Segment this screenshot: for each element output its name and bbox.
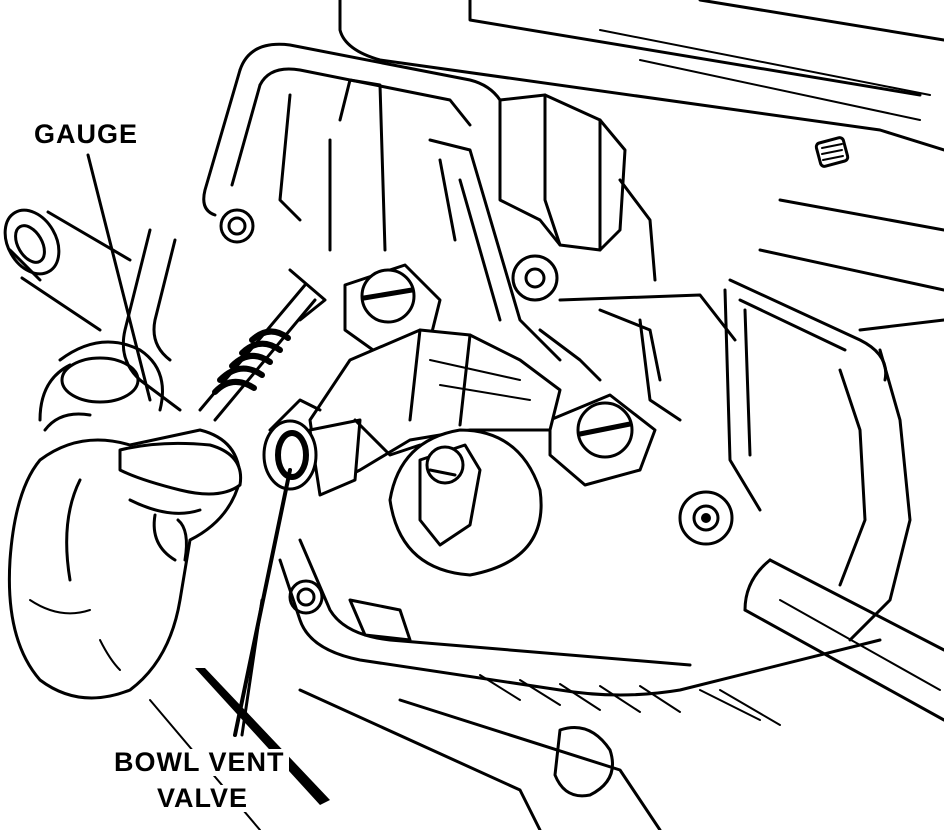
lower-hatching: [298, 674, 781, 830]
bowl-vent-valve-label-line1: BOWL VENT: [110, 749, 289, 776]
gauge-leader-line: [86, 153, 152, 402]
background-housing: [338, 0, 944, 332]
bowl-vent-valve-label-line2: VALVE: [153, 785, 253, 812]
left-hose: [38, 340, 164, 432]
linkage-rods: [428, 138, 737, 422]
float-pivot-bracket: [308, 328, 562, 497]
gauge-spring: [212, 328, 291, 395]
needle-seat: [388, 428, 543, 577]
mounting-holes: [219, 208, 734, 615]
choke-housing: [498, 93, 657, 302]
hand: [7, 428, 243, 700]
vent-hose: [743, 558, 944, 722]
bowl-vent-valve: [262, 398, 322, 491]
gauge-rod: [198, 268, 327, 422]
frame-tab: [348, 598, 412, 642]
vent-tube: [3, 208, 132, 332]
gauge-label: GAUGE: [34, 119, 139, 149]
bowl-cover-frame: [121, 42, 912, 697]
set-screw: [814, 136, 850, 168]
